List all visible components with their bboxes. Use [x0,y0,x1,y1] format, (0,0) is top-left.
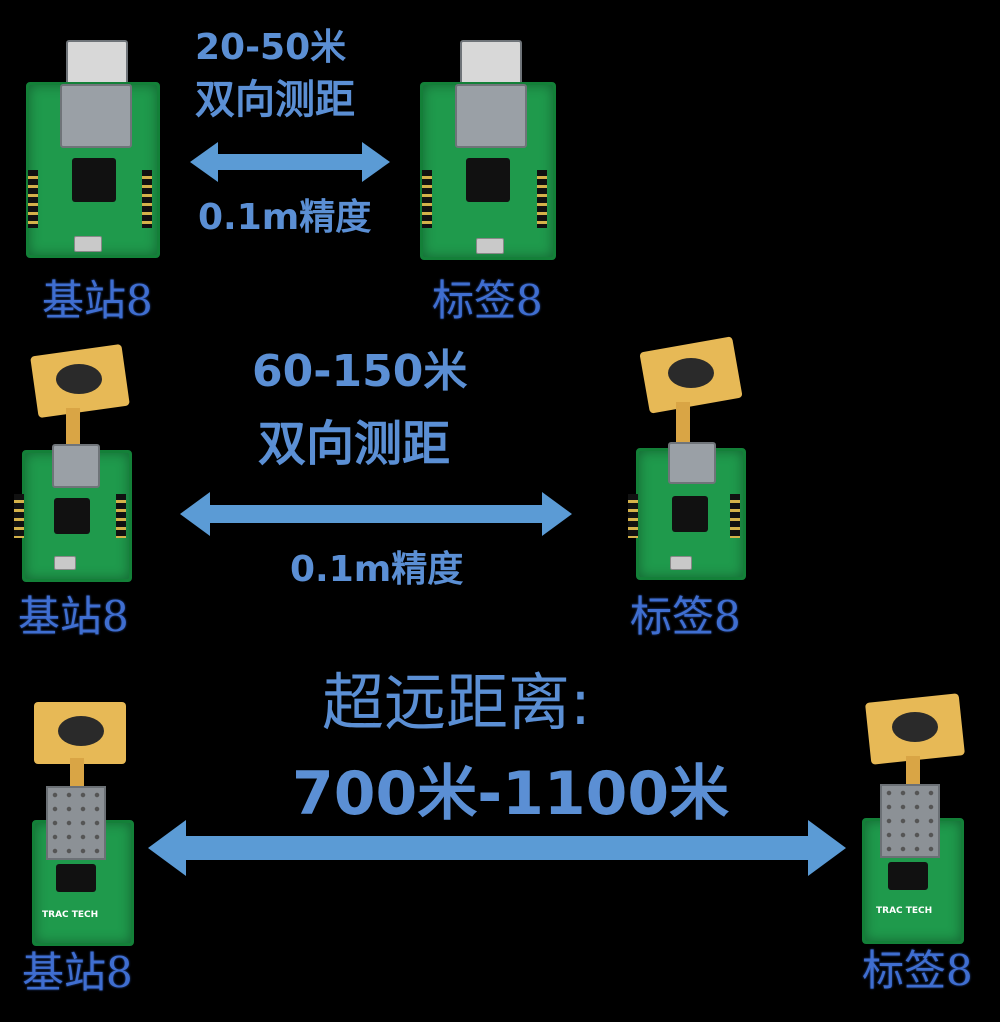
row3-title: 超远距离: [322,666,591,739]
antenna-disc [58,716,104,746]
rf-shield [46,786,106,860]
rf-shield [880,784,940,858]
antenna-disc [56,364,102,394]
row1-right-label: 标签8 [432,276,543,325]
pin-header-left [422,170,432,228]
row1-left-label: 基站8 [42,276,153,325]
row3-right-label: 标签8 [862,946,973,995]
row2-distance: 60-150米 [252,346,468,397]
chip [888,862,928,890]
mcu-chip [672,496,708,532]
mcu-chip [72,158,116,202]
usb-port [74,236,102,252]
rf-module [52,444,100,488]
antenna-cable [70,758,84,790]
chip [56,864,96,892]
brand-label: TRAC TECH [876,906,933,916]
usb-port [476,238,504,254]
row3-double-arrow [148,820,846,876]
pin-header-left [628,494,638,538]
row2-left-label: 基站8 [18,592,129,641]
antenna-cable [906,756,920,790]
row3-distance: 700米-1100米 [292,759,730,829]
row2-precision: 0.1m精度 [290,549,464,590]
pin-header-right [142,170,152,228]
antenna-cable [676,402,690,454]
pin-header-right [537,170,547,228]
dw-module [60,84,132,148]
antenna-disc [668,358,714,388]
row2-mode: 双向测距 [258,416,451,472]
pin-header-right [730,494,740,538]
usb-port [54,556,76,570]
mcu-chip [54,498,90,534]
antenna-disc [892,712,938,742]
row1-mode: 双向测距 [195,77,355,123]
row1-precision: 0.1m精度 [198,197,372,238]
pin-header-right [116,494,126,538]
pin-header-left [14,494,24,538]
row3-left-label: 基站8 [22,948,133,997]
rf-module [668,442,716,484]
row1-double-arrow [190,142,390,182]
dw-module [455,84,527,148]
row2-right-label: 标签8 [630,592,741,641]
row1-distance: 20-50米 [195,27,347,68]
pin-header-left [28,170,38,228]
usb-port [670,556,692,570]
mcu-chip [466,158,510,202]
brand-label: TRAC TECH [42,910,99,920]
row2-double-arrow [180,492,572,536]
